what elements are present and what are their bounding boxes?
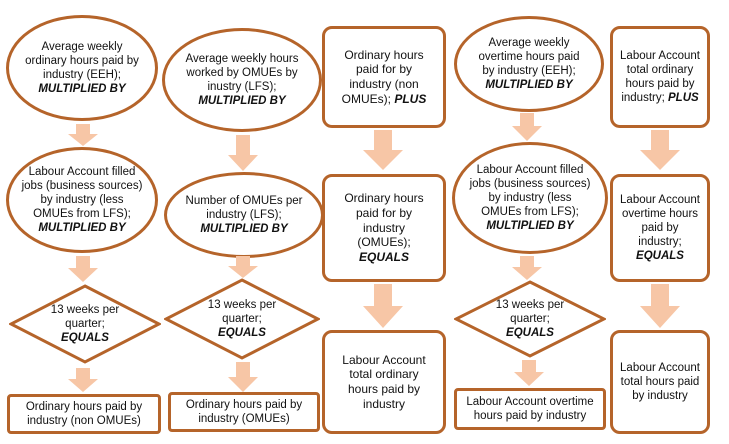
col2-node1-operator: MULTIPLIED BY	[198, 95, 286, 108]
col2-number-omues-node: Number of OMUEs per industry (LFS); MULT…	[164, 172, 324, 258]
col5-arrow-2	[640, 284, 680, 328]
col2-weeks-diamond: 13 weeks per quarter; EQUALS	[164, 278, 320, 360]
col1-arrow-2	[68, 256, 98, 282]
col3-arrow-2	[363, 284, 403, 328]
col4-arrow-2	[512, 256, 542, 280]
col2-diamond-label: 13 weeks per quarter; EQUALS	[164, 278, 320, 360]
col5-total-ordinary-node: Labour Account total ordinary hours paid…	[610, 26, 710, 128]
col1-node2-operator: MULTIPLIED BY	[38, 222, 126, 235]
col3-node2-operator: EQUALS	[358, 249, 409, 264]
col1-arrow-3	[68, 368, 98, 392]
col2-node4-text: Ordinary hours paid by industry (OMUEs)	[185, 398, 303, 425]
col4-diamond-shape	[454, 280, 606, 358]
col3-total-ordinary-node: Labour Account total ordinary hours paid…	[322, 330, 446, 434]
col4-weeks-diamond: 13 weeks per quarter; EQUALS	[454, 280, 606, 358]
col2-node3-operator: EQUALS	[218, 327, 266, 339]
col1-node3-text: 13 weeks per quarter;	[50, 303, 120, 330]
col4-node2-text: Labour Account filled jobs (business sou…	[469, 163, 591, 218]
col1-arrow-1	[68, 124, 98, 146]
col4-filled-jobs-node: Labour Account filled jobs (business sou…	[452, 142, 608, 254]
col5-node1-text: Labour Account total ordinary hours paid…	[620, 49, 700, 105]
col3-non-omue-hours-node: Ordinary hours paid for by industry (non…	[322, 26, 446, 128]
col4-avg-overtime-node: Average weekly overtime hours paid by in…	[454, 16, 604, 112]
col2-node3-text: 13 weeks per quarter;	[207, 298, 277, 325]
col2-node2-operator: MULTIPLIED BY	[200, 223, 288, 235]
col1-result-box: Ordinary hours paid by industry (non OMU…	[7, 394, 161, 434]
col5-node2-operator: EQUALS	[636, 250, 684, 263]
col3-node2-text: Ordinary hours paid for by industry (OMU…	[344, 191, 424, 250]
col2-node1-text: Average weekly hours worked by OMUEs by …	[185, 52, 299, 93]
col3-omue-hours-node: Ordinary hours paid for by industry (non…	[322, 174, 446, 282]
col1-diamond-label: 13 weeks per quarter; EQUALS	[9, 284, 161, 364]
col1-node4-text: Ordinary hours paid by industry (non OMU…	[25, 400, 143, 427]
col2-diamond-shape	[164, 278, 320, 360]
col3-arrow-1	[363, 130, 403, 170]
col2-omue-hours-node: Average weekly hours worked by OMUEs by …	[162, 28, 322, 132]
col1-node1-operator: MULTIPLIED BY	[38, 83, 126, 96]
col2-arrow-3	[228, 362, 258, 392]
col2-arrow-1	[228, 135, 258, 171]
col5-arrow-1	[640, 130, 680, 170]
col1-weeks-diamond: 13 weeks per quarter; EQUALS	[9, 284, 161, 364]
col2-arrow-2	[228, 256, 258, 278]
col4-diamond-label: 13 weeks per quarter; EQUALS	[454, 280, 606, 358]
col5-node1-operator: PLUS	[668, 92, 699, 105]
col1-node2-text: Labour Account filled jobs (business sou…	[21, 165, 143, 220]
col1-filled-jobs-node: Labour Account filled jobs (business sou…	[6, 147, 158, 253]
col2-node2-text: Number of OMUEs per industry (LFS);	[185, 194, 303, 221]
col1-node3-operator: EQUALS	[61, 332, 109, 344]
col4-node4-text: Labour Account overtime hours paid by in…	[466, 395, 594, 422]
col4-node3-operator: EQUALS	[506, 327, 554, 339]
col4-node3-text: 13 weeks per quarter;	[495, 298, 565, 325]
col1-node1-text: Average weekly ordinary hours paid by in…	[25, 40, 139, 81]
col3-node3-text: Labour Account total ordinary hours paid…	[342, 352, 426, 411]
col5-node2-text: Labour Account overtime hours paid by in…	[620, 193, 700, 248]
col5-node3-text: Labour Account total hours paid by indus…	[620, 361, 700, 402]
col4-node1-operator: MULTIPLIED BY	[485, 79, 573, 92]
col4-arrow-3	[514, 360, 544, 386]
col1-avg-ordinary-hours-node: Average weekly ordinary hours paid by in…	[6, 15, 158, 121]
col4-node2-operator: MULTIPLIED BY	[486, 220, 574, 233]
col4-node1-text: Average weekly overtime hours paid by in…	[478, 36, 580, 77]
col3-node1-text: Ordinary hours paid for by industry (non…	[341, 47, 424, 106]
col4-result-box: Labour Account overtime hours paid by in…	[454, 388, 606, 430]
col4-arrow-1	[512, 113, 542, 141]
col5-total-hours-node: Labour Account total hours paid by indus…	[610, 330, 710, 434]
col3-node1-operator: PLUS	[394, 91, 427, 106]
col5-overtime-node: Labour Account overtime hours paid by in…	[610, 174, 710, 282]
col1-diamond-shape	[9, 284, 161, 364]
col2-result-box: Ordinary hours paid by industry (OMUEs)	[168, 392, 320, 432]
